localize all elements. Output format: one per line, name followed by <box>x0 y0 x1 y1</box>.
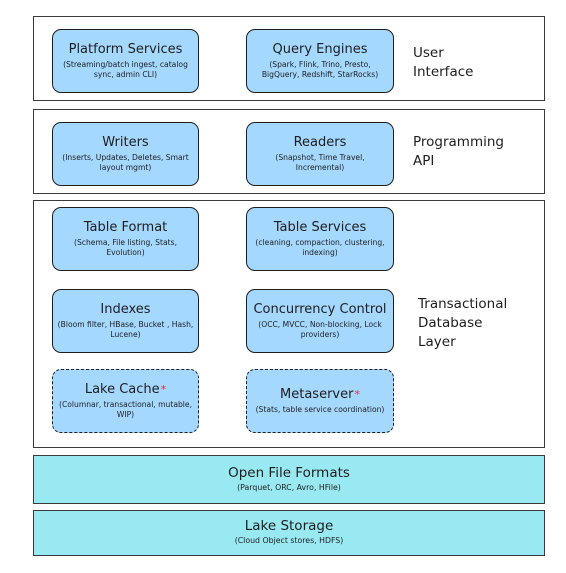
lake-storage-title: Lake Storage <box>244 518 334 534</box>
lake-storage-desc: (Cloud Object stores, HDFS) <box>234 536 344 545</box>
readers-desc: (Snapshot, Time Travel, Incremental) <box>275 152 365 173</box>
open-file-formats-desc: (Parquet, ORC, Avro, HFile) <box>237 483 341 492</box>
lake-cache-title: Lake Cache <box>84 381 160 397</box>
query-engines-desc: (Spark, Flink, Trino, Presto, BigQuery, … <box>261 59 379 80</box>
lake-cache-box: Lake Cache* (Columnar, transactional, mu… <box>52 369 199 433</box>
lake-cache-star: * <box>160 382 167 396</box>
table-services-title: Table Services <box>273 219 367 235</box>
platform-services-title: Platform Services <box>68 41 183 57</box>
metaserver-desc: (Stats, table service coordination) <box>255 404 385 414</box>
query-engines-box: Query Engines (Spark, Flink, Trino, Pres… <box>246 29 394 93</box>
writers-desc: (Inserts, Updates, Deletes, Smart layout… <box>62 152 189 173</box>
indexes-box: Indexes (Bloom filter, HBase, Bucket , H… <box>52 289 199 353</box>
table-format-desc: (Schema, File listing, Stats, Evolution) <box>74 237 177 258</box>
table-services-desc: (cleaning, compaction, clustering, index… <box>255 237 385 258</box>
platform-services-desc: (Streaming/batch ingest, catalog sync, a… <box>63 59 188 80</box>
lake-cache-desc: (Columnar, transactional, mutable, WIP) <box>59 399 192 420</box>
metaserver-title-row: Metaserver* <box>280 387 360 403</box>
readers-box: Readers (Snapshot, Time Travel, Incremen… <box>246 122 394 186</box>
platform-services-box: Platform Services (Streaming/batch inges… <box>52 29 199 93</box>
lake-cache-title-row: Lake Cache* <box>85 382 166 398</box>
metaserver-title: Metaserver <box>280 386 354 402</box>
writers-title: Writers <box>102 134 149 150</box>
lake-storage-layer: Lake Storage (Cloud Object stores, HDFS) <box>33 510 545 556</box>
readers-title: Readers <box>293 134 347 150</box>
concurrency-control-desc: (OCC, MVCC, Non-blocking, Lock providers… <box>258 319 382 340</box>
user-interface-label: User Interface <box>413 45 474 80</box>
transactional-database-layer-label: Transactional Database Layer <box>418 296 508 350</box>
concurrency-control-title: Concurrency Control <box>253 301 387 317</box>
concurrency-control-box: Concurrency Control (OCC, MVCC, Non-bloc… <box>246 289 394 353</box>
writers-box: Writers (Inserts, Updates, Deletes, Smar… <box>52 122 199 186</box>
table-format-box: Table Format (Schema, File listing, Stat… <box>52 207 199 271</box>
open-file-formats-title: Open File Formats <box>228 465 350 481</box>
table-services-box: Table Services (cleaning, compaction, cl… <box>246 207 394 271</box>
metaserver-box: Metaserver* (Stats, table service coordi… <box>246 369 394 433</box>
open-file-formats-layer: Open File Formats (Parquet, ORC, Avro, H… <box>33 455 545 504</box>
query-engines-title: Query Engines <box>272 41 368 57</box>
indexes-desc: (Bloom filter, HBase, Bucket , Hash, Luc… <box>57 319 194 340</box>
programming-api-label: Programming API <box>413 134 504 169</box>
table-format-title: Table Format <box>83 219 168 235</box>
indexes-title: Indexes <box>100 301 151 317</box>
metaserver-star: * <box>354 387 360 401</box>
